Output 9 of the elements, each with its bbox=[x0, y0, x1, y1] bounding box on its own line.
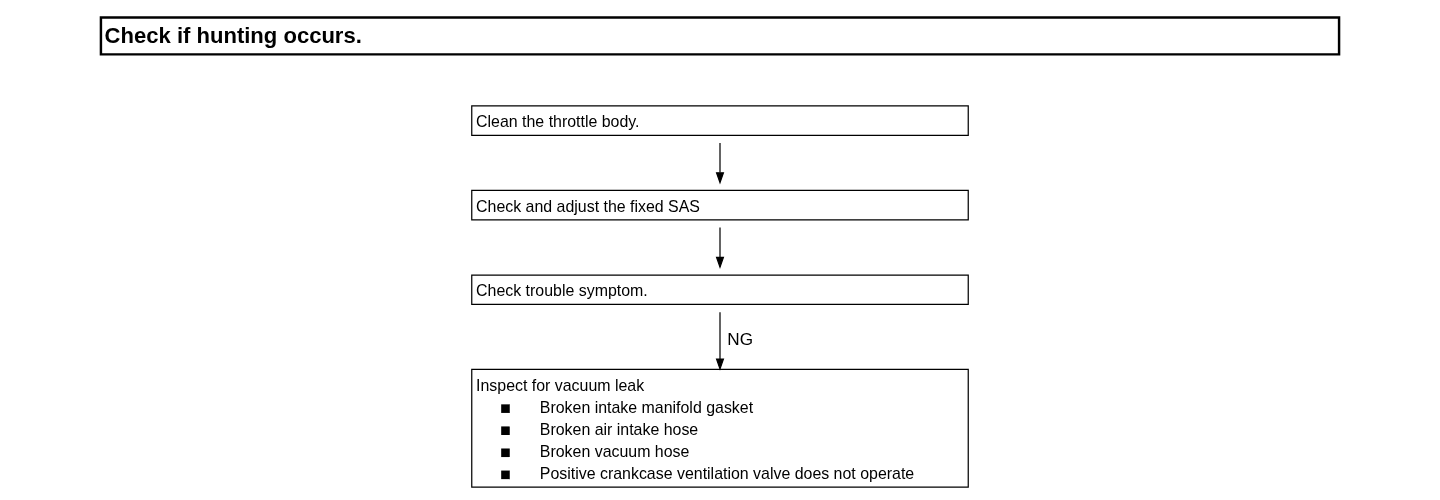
arrow bbox=[715, 226, 725, 269]
arrow bbox=[715, 311, 725, 371]
edge-label: NG bbox=[727, 328, 754, 349]
node-box: Check trouble symptom. bbox=[471, 273, 969, 305]
node-box: Check and adjust the fixed SAS bbox=[471, 189, 969, 220]
arrow bbox=[715, 141, 725, 184]
node-box: Clean the throttle body. bbox=[471, 104, 969, 136]
node-box: Inspect for vacuum leak Broken intake manifold gasket Broken air intake hose Broken vacuum hose Positive crankcase ventilation valve does not operate bbox=[471, 368, 969, 488]
node-box: Check if hunting occurs. bbox=[99, 15, 1341, 56]
